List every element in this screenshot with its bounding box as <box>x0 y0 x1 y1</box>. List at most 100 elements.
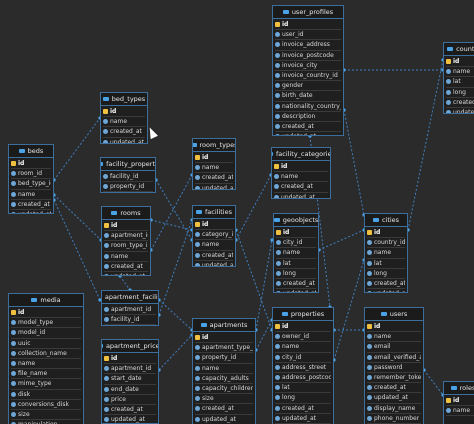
field-row[interactable]: remember_token <box>367 373 421 384</box>
table-facilities[interactable]: facilitiesidcategory_idnamecreated_atupd… <box>192 205 236 267</box>
field-row[interactable]: mime_type <box>11 379 81 390</box>
table-cities[interactable]: citiesidcountry_idnamelatlongcreated_atu… <box>364 213 408 293</box>
field-row[interactable]: name <box>446 67 474 78</box>
table-header[interactable]: room_types <box>193 139 235 152</box>
table-header[interactable]: user_profiles <box>273 6 343 19</box>
field-row[interactable]: name <box>367 332 421 343</box>
field-row[interactable]: id <box>446 396 474 407</box>
field-row[interactable]: updated_at <box>104 415 156 423</box>
field-row[interactable]: lat <box>446 77 474 88</box>
field-row[interactable]: capacity_adults <box>195 374 253 384</box>
table-header[interactable]: properties <box>273 308 333 321</box>
field-row[interactable]: invoice_country_id <box>275 71 341 82</box>
field-row[interactable]: email <box>367 342 421 353</box>
field-row[interactable]: start_date <box>104 374 156 385</box>
field-row[interactable]: password <box>367 363 421 373</box>
field-row[interactable]: nationality_country_id <box>275 102 341 112</box>
field-row[interactable]: long <box>276 269 316 279</box>
table-header[interactable]: apartment_prices <box>102 340 158 353</box>
field-row[interactable]: name <box>11 190 51 200</box>
field-row[interactable]: updated_at <box>367 393 421 404</box>
field-row[interactable]: name <box>103 117 145 128</box>
field-row[interactable]: name <box>195 163 233 174</box>
field-row[interactable]: manipulation <box>11 420 81 424</box>
field-row[interactable]: apartment_id <box>104 305 156 316</box>
field-row[interactable]: id <box>104 221 148 232</box>
field-row[interactable]: uuic <box>11 339 81 349</box>
field-row[interactable]: display_name <box>367 404 421 414</box>
field-row[interactable]: updated_at <box>275 132 341 135</box>
field-row[interactable]: end_date <box>104 385 156 395</box>
table-header[interactable]: facility_categories <box>272 148 330 161</box>
field-row[interactable]: description <box>275 112 341 122</box>
field-row[interactable]: conversions_disk <box>11 400 81 410</box>
field-row[interactable]: created_at <box>276 279 316 290</box>
table-header[interactable]: roles <box>444 382 474 395</box>
field-row[interactable]: name <box>274 172 328 183</box>
field-row[interactable]: updated_at <box>274 193 328 198</box>
field-row[interactable]: id <box>195 333 253 344</box>
table-beds[interactable]: bedsidroom_idbed_type_idnamecreated_atup… <box>8 144 54 214</box>
field-row[interactable]: created_at <box>195 173 233 184</box>
table-header[interactable]: rooms <box>102 207 150 220</box>
field-row[interactable]: name <box>446 406 474 417</box>
table-header[interactable]: geoobjects <box>274 214 318 227</box>
field-row[interactable]: size <box>11 410 81 421</box>
table-header[interactable]: facilities <box>193 206 235 219</box>
field-row[interactable]: room_id <box>11 169 51 180</box>
field-row[interactable]: created_at <box>367 279 405 290</box>
table-header[interactable]: users <box>365 308 423 321</box>
field-row[interactable]: address_street <box>275 363 331 373</box>
field-row[interactable]: apartment_id <box>104 364 156 375</box>
field-row[interactable]: invoice_city <box>275 61 341 71</box>
table-header[interactable]: beds <box>9 145 53 158</box>
field-row[interactable]: updated_at <box>11 210 51 213</box>
field-row[interactable]: updated_at <box>104 272 148 275</box>
field-row[interactable]: updated_at <box>275 414 331 424</box>
field-row[interactable]: long <box>275 393 331 404</box>
field-row[interactable]: owner_id <box>275 332 331 343</box>
field-row[interactable]: size <box>195 394 253 405</box>
field-row[interactable]: bed_type_id <box>11 179 51 190</box>
field-row[interactable]: id <box>276 228 316 239</box>
field-row[interactable]: file_name <box>11 369 81 380</box>
field-row[interactable]: id <box>11 308 81 319</box>
table-header[interactable]: facility_property <box>101 158 155 171</box>
field-row[interactable]: property_id <box>103 182 153 192</box>
field-row[interactable]: long <box>367 269 405 279</box>
field-row[interactable]: apartment_type_id <box>195 343 253 354</box>
field-row[interactable]: created_at <box>104 262 148 272</box>
field-row[interactable]: address_postcode <box>275 373 331 384</box>
field-row[interactable]: id <box>275 20 341 31</box>
table-header[interactable]: cities <box>365 214 407 227</box>
field-row[interactable]: lat <box>276 259 316 269</box>
field-row[interactable]: birth_date <box>275 91 341 102</box>
field-row[interactable]: id <box>275 322 331 333</box>
field-row[interactable]: created_at <box>446 98 474 108</box>
field-row[interactable]: created_at <box>195 251 233 261</box>
field-row[interactable]: id <box>367 322 421 333</box>
field-row[interactable]: facility_id <box>103 172 153 183</box>
field-row[interactable]: created_at <box>104 405 156 416</box>
field-row[interactable]: country_id <box>367 238 405 249</box>
table-header[interactable]: apartments <box>193 319 255 332</box>
field-row[interactable]: model_id <box>11 328 81 339</box>
table-header[interactable]: media <box>9 294 83 307</box>
field-row[interactable]: created_at <box>195 404 253 415</box>
field-row[interactable]: facility_id <box>104 315 156 325</box>
table-header[interactable]: countri <box>444 43 474 56</box>
field-row[interactable]: capacity_children <box>195 384 253 395</box>
field-row[interactable]: name <box>11 359 81 370</box>
field-row[interactable]: updated_at <box>195 261 233 266</box>
